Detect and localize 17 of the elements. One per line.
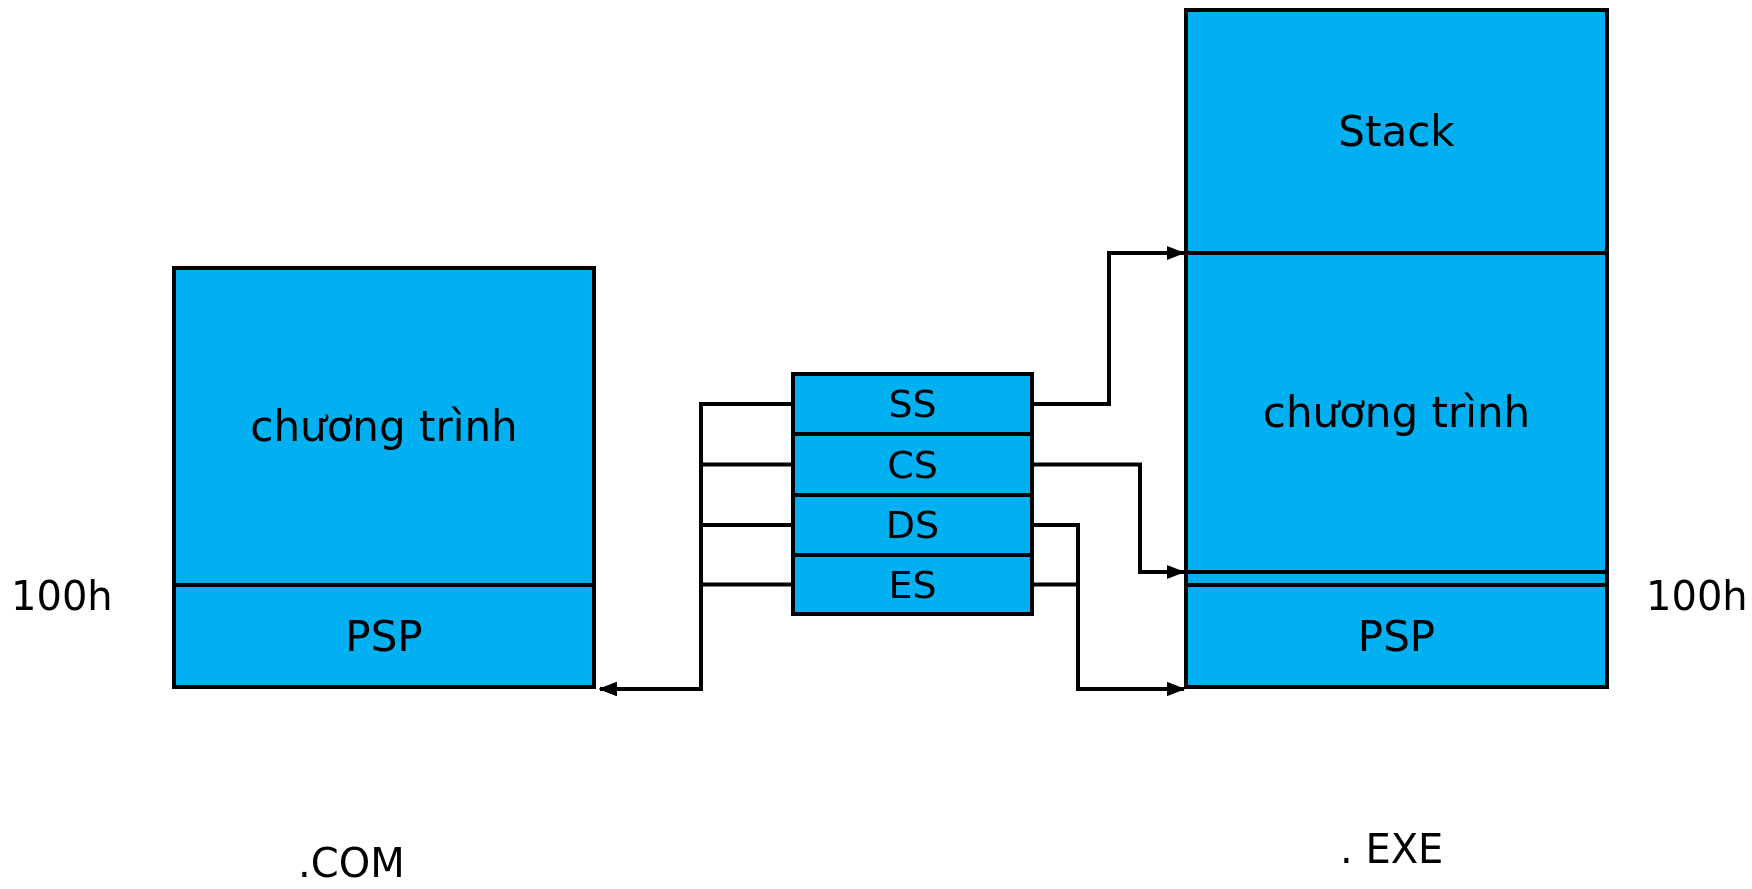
file-type-label: .COM [298,840,405,886]
node-label: PSP [1357,611,1436,661]
arrow [1034,582,1185,696]
node-label: chương trình [250,402,518,451]
arrow [1034,462,1185,579]
node-label: chương trình [1262,388,1531,437]
arrow [1034,246,1185,406]
node-label: ES [888,562,937,607]
node-label: PSP [345,611,423,661]
address-label: 100h [1646,573,1748,619]
arrow [599,582,791,696]
file-type-label: . EXE [1340,826,1444,872]
node-label: Stack [1338,107,1455,156]
address-label: 100h [11,573,113,619]
node-label: SS [888,382,937,426]
node-label: DS [885,503,940,547]
node-label: CS [887,442,938,487]
